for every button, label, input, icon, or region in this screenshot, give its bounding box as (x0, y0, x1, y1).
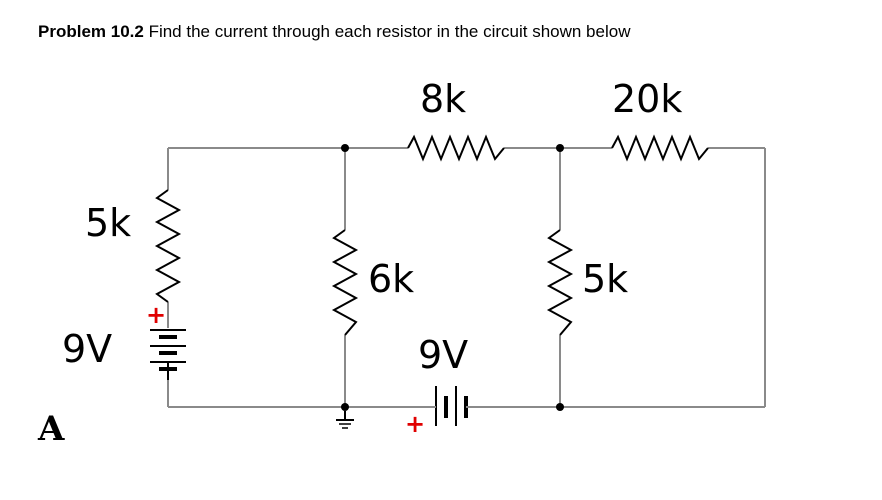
problem-label: Problem 10.2 (38, 22, 144, 41)
problem-text: Find the current through each resistor i… (148, 22, 631, 41)
label-r-8k: 8k (420, 77, 466, 121)
resistor-20k (611, 134, 709, 162)
label-r-20k: 20k (612, 77, 682, 121)
node-label-a: A (37, 409, 65, 449)
polarity-plus-left: + (146, 301, 166, 329)
resistor-8k (407, 134, 505, 162)
resistor-6k (331, 229, 359, 336)
battery-left (150, 329, 186, 380)
label-r-5k-right: 5k (582, 257, 628, 301)
junction-dot (556, 144, 564, 152)
resistor-5k-left (154, 189, 182, 303)
label-r-5k-left: 5k (85, 201, 131, 245)
junction-dot (341, 144, 349, 152)
polarity-plus-bottom: + (405, 410, 425, 438)
junction-dot (341, 403, 349, 411)
label-r-6k: 6k (368, 257, 414, 301)
label-v-left: 9V (62, 327, 112, 371)
wires (167, 147, 766, 408)
ground-icon (336, 411, 354, 429)
resistor-5k-right (546, 229, 574, 336)
junction-dot (556, 403, 564, 411)
battery-bottom (402, 386, 486, 426)
problem-statement: Problem 10.2 Find the current through ea… (38, 22, 630, 42)
label-v-bottom: 9V (418, 333, 468, 377)
